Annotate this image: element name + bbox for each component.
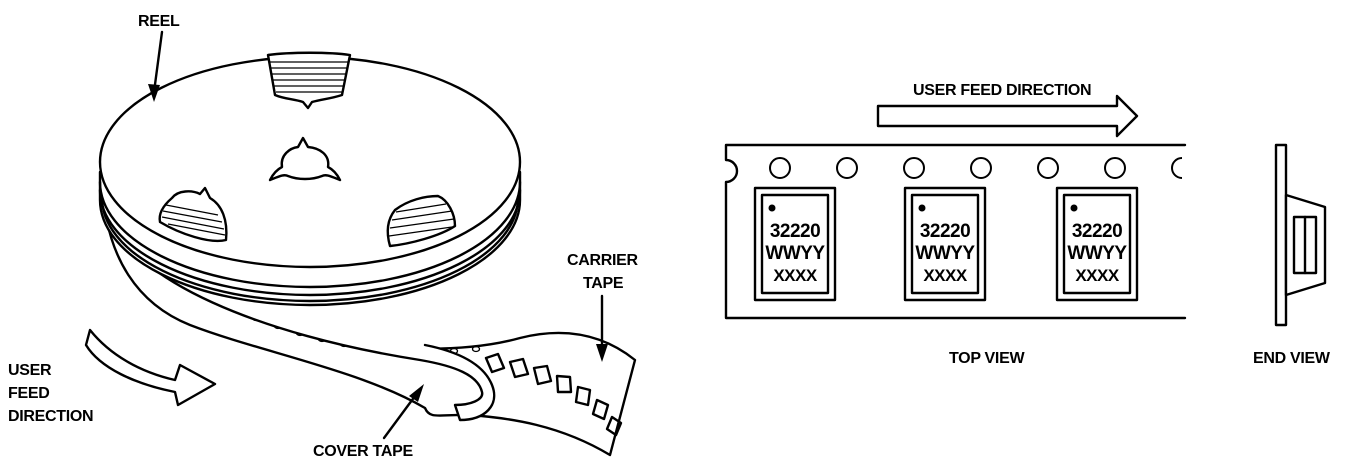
cover-tape-pointer-arrow [382, 384, 424, 440]
carrier-tape-top-view: 32220 WWYY XXXX 32220 WWYY XXXX 32220 WW… [724, 143, 1187, 320]
user-feed-label-line2: FEED [8, 385, 49, 402]
pin1-dot [918, 204, 926, 212]
reel-label: REEL [138, 13, 180, 30]
component-pocket: 32220 WWYY XXXX [1055, 186, 1139, 302]
user-feed-label-line3: DIRECTION [8, 408, 93, 425]
carrier-tape-pockets [484, 352, 623, 437]
reel-illustration [84, 30, 637, 457]
carrier-tape-end-view [1274, 143, 1327, 327]
marking-line1: 32220 [770, 221, 820, 242]
component-pocket: 32220 WWYY XXXX [753, 186, 837, 302]
marking-line1: 32220 [1072, 221, 1122, 242]
user-feed-direction-label: USER FEED DIRECTION [913, 82, 1091, 99]
marking-line2: WWYY [1067, 243, 1127, 264]
carrier-tape-pointer-arrow [596, 294, 608, 362]
top-view-label: TOP VIEW [949, 350, 1025, 367]
reel-pointer-arrow [148, 30, 164, 102]
marking-line3: XXXX [1075, 266, 1120, 285]
marking-line1: 32220 [920, 221, 970, 242]
user-feed-label-line1: USER [8, 362, 52, 379]
pin1-dot [768, 204, 776, 212]
carrier-tape-label-line2: TAPE [583, 275, 624, 292]
top-view-sprocket-holes [769, 157, 1183, 179]
pin1-dot [1070, 204, 1078, 212]
marking-line3: XXXX [923, 266, 968, 285]
reel-window-right [386, 194, 457, 248]
cover-tape-label: COVER TAPE [313, 443, 413, 460]
user-feed-direction-arrow-curved [84, 328, 217, 407]
user-feed-direction-arrow [876, 94, 1139, 138]
reel-window-top [266, 51, 352, 110]
marking-line2: WWYY [915, 243, 975, 264]
component-pocket: 32220 WWYY XXXX [903, 186, 987, 302]
reel-hub [268, 136, 342, 182]
reel-window-left [158, 186, 228, 243]
end-view-label: END VIEW [1253, 350, 1331, 367]
marking-line2: WWYY [765, 243, 825, 264]
marking-line3: XXXX [773, 266, 818, 285]
carrier-tape-label-line1: CARRIER [567, 252, 639, 269]
